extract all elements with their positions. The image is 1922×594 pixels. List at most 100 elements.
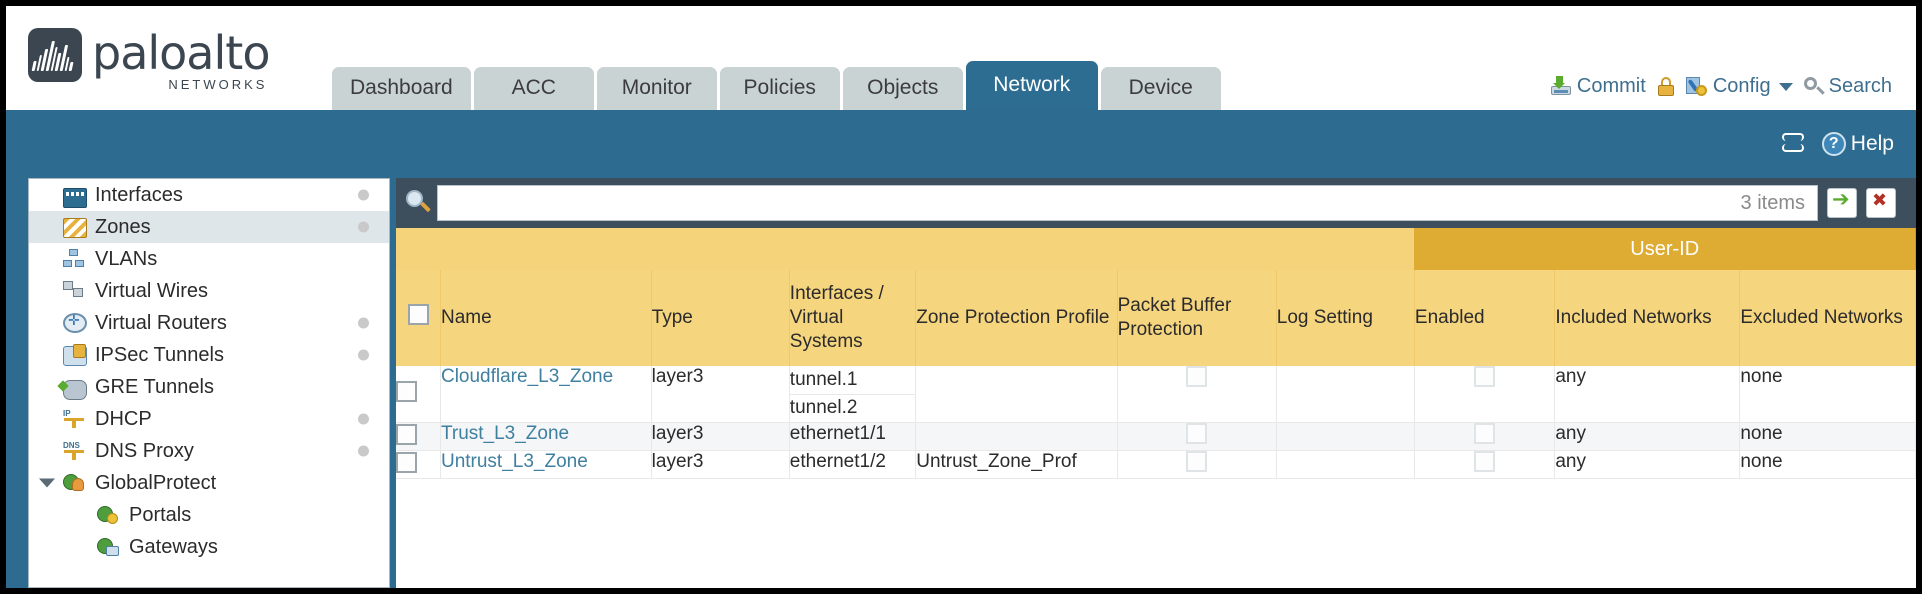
column-header-type[interactable]: Type [651,270,790,366]
config-menu[interactable]: Config [1685,75,1793,98]
sidebar-item-dns-proxy[interactable]: DNS DNS Proxy [29,435,389,467]
tab-dashboard[interactable]: Dashboard [332,66,471,110]
column-header-excluded-networks[interactable]: Excluded Networks [1739,270,1916,366]
cell-packet-buffer-protection [1117,450,1277,479]
sidebar-item-dhcp[interactable]: IP DHCP [29,403,389,435]
tab-monitor[interactable]: Monitor [596,66,717,110]
clear-filter-button[interactable] [1866,188,1896,218]
ipsec-tunnel-icon [63,344,87,366]
main-tab-bar: Dashboard ACC Monitor Policies Objects N… [332,60,1221,110]
sidebar-item-ipsec-tunnels[interactable]: IPSec Tunnels [29,339,389,371]
column-header-name[interactable]: Name [440,270,652,366]
tab-network[interactable]: Network [965,60,1098,110]
row-checkbox[interactable] [396,423,417,445]
help-icon: ? [1821,132,1846,156]
column-header-log-setting[interactable]: Log Setting [1276,270,1415,366]
sidebar-item-zones[interactable]: Zones [29,211,389,243]
column-header-interfaces-virtual-systems[interactable]: Interfaces / Virtual Systems [789,270,917,366]
cell-included-networks: any [1554,422,1741,451]
tab-policies[interactable]: Policies [719,66,840,110]
cell-packet-buffer-protection [1117,422,1277,451]
cell-interfaces: ethernet1/1 [789,422,917,451]
cell-userid-enabled [1414,366,1556,423]
cell-type: layer3 [651,422,790,451]
sidebar-item-virtual-routers[interactable]: Virtual Routers [29,307,389,339]
sidebar-item-vlans[interactable]: VLANs [29,243,389,275]
row-select-cell [396,366,441,423]
status-dot [358,349,369,361]
cell-included-networks: any [1554,450,1741,479]
cell-interfaces: ethernet1/2 [789,450,917,479]
userid-enabled-checkbox[interactable] [1474,366,1496,387]
column-header-enabled[interactable]: Enabled [1414,270,1556,366]
cell-type: layer3 [651,366,790,423]
help-link[interactable]: ? Help [1821,132,1894,156]
table-row[interactable]: Cloudflare_L3_Zone layer3 tunnel.1 tunne… [396,366,1916,423]
table-row[interactable]: Untrust_L3_Zone layer3 ethernet1/2 Untru… [396,450,1916,479]
packet-buffer-protection-checkbox[interactable] [1186,423,1208,444]
row-select-cell [396,450,441,479]
packet-buffer-protection-checkbox[interactable] [1186,451,1208,472]
config-label: Config [1712,75,1771,97]
virtual-router-icon [63,312,87,333]
sidebar-item-virtual-wires[interactable]: Virtual Wires [29,275,389,307]
row-checkbox[interactable] [396,451,417,473]
zone-name-link[interactable]: Untrust_L3_Zone [440,451,588,472]
cell-excluded-networks: none [1739,366,1916,423]
expand-triangle-icon[interactable] [39,478,55,488]
interface-item: tunnel.2 [789,397,858,419]
top-action-bar: Commit Config Search [1550,75,1892,98]
zone-name-link[interactable]: Trust_L3_Zone [440,423,570,444]
column-header-packet-buffer-protection[interactable]: Packet Buffer Protection [1117,270,1277,366]
commit-button[interactable]: Commit [1550,75,1646,98]
row-checkbox[interactable] [396,381,417,402]
table-row[interactable]: Trust_L3_Zone layer3 ethernet1/1 any [396,422,1916,451]
interface-item: tunnel.1 [789,366,916,395]
tab-device[interactable]: Device [1100,66,1221,110]
search-button[interactable]: Search [1803,75,1892,98]
magnifier-icon[interactable] [406,190,432,216]
packet-buffer-protection-checkbox[interactable] [1186,366,1208,387]
portal-icon [97,505,121,525]
select-all-checkbox[interactable] [408,304,429,326]
sidebar-item-label: Portals [129,503,192,526]
userid-enabled-checkbox[interactable] [1474,423,1496,444]
cell-userid-enabled [1414,422,1556,451]
interfaces-sublist: tunnel.1 tunnel.2 [789,366,916,422]
lock-icon[interactable] [1657,76,1675,97]
sidebar-item-globalprotect[interactable]: GlobalProtect [29,467,389,499]
sidebar-item-portals[interactable]: Portals [29,499,389,531]
top-header: paloalto NETWORKS Dashboard ACC Monitor … [6,6,1916,110]
group-header-spacer [396,228,1415,270]
page-scrollbar[interactable] [6,178,12,588]
zones-table: User-ID Name Type Interfaces / Virtual S… [396,228,1916,479]
cell-zone-protection-profile: Untrust_Zone_Prof [915,450,1118,479]
chevron-down-icon [1778,82,1793,91]
sidebar-item-label: Gateways [129,535,218,558]
cell-log-setting [1276,366,1415,423]
search-icon [1803,76,1825,97]
sidebar-item-label: DHCP [95,407,152,430]
search-input[interactable] [450,192,1741,214]
cell-type: layer3 [651,450,790,479]
apply-filter-button[interactable] [1827,187,1857,218]
sidebar-item-label: GlobalProtect [95,471,217,494]
cell-name: Untrust_L3_Zone [440,450,652,479]
refresh-icon[interactable] [1780,133,1806,155]
userid-enabled-checkbox[interactable] [1474,451,1496,472]
commit-label: Commit [1576,75,1646,97]
tab-acc[interactable]: ACC [473,66,594,110]
cell-name: Trust_L3_Zone [440,422,652,451]
status-dot [358,445,369,457]
filter-input-wrapper: 3 items [437,185,1818,221]
table-group-header-row: User-ID [396,228,1916,270]
cell-excluded-networks: none [1739,450,1916,479]
sidebar-item-gre-tunnels[interactable]: GRE Tunnels [29,371,389,403]
zone-name-link[interactable]: Cloudflare_L3_Zone [440,366,614,387]
column-header-zone-protection-profile[interactable]: Zone Protection Profile [915,270,1118,366]
sidebar-item-interfaces[interactable]: Interfaces [29,179,389,211]
tab-objects[interactable]: Objects [842,66,963,110]
column-header-included-networks[interactable]: Included Networks [1554,270,1741,366]
sidebar-item-gateways[interactable]: Gateways [29,531,389,563]
cell-log-setting [1276,450,1415,479]
